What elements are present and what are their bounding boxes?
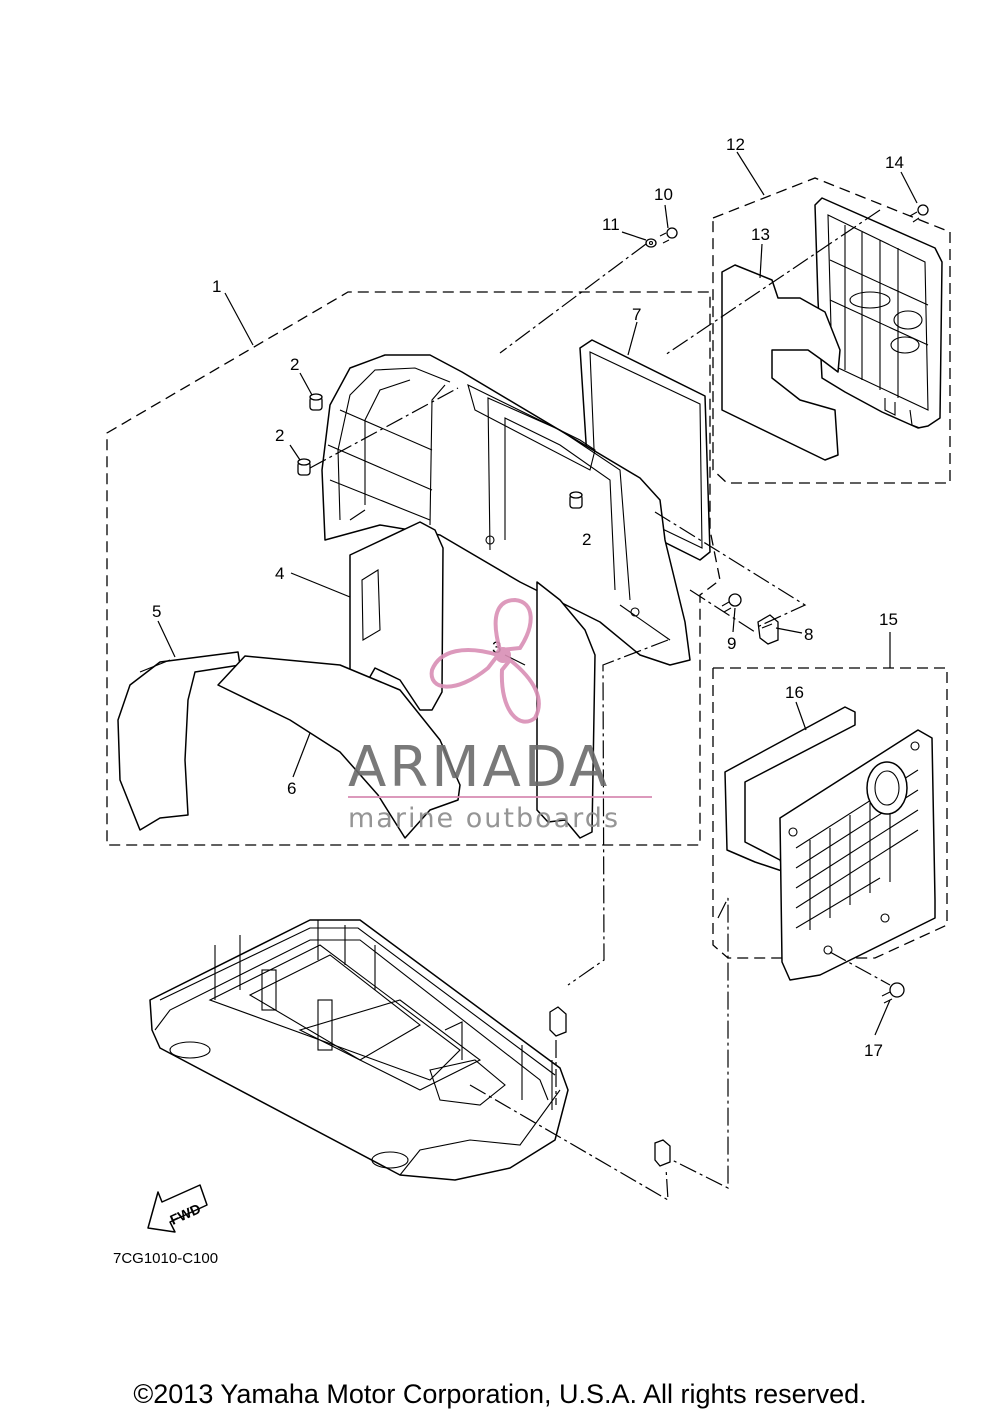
- callout-4: 4: [275, 564, 284, 583]
- leader-9: [732, 607, 736, 633]
- leader-16: [795, 701, 807, 731]
- callout-12: 12: [726, 135, 745, 154]
- assembly-line-17: [829, 951, 891, 986]
- part-9-screw: [721, 593, 742, 613]
- part-2-grommet-a: [309, 393, 323, 411]
- part-15-grille: [779, 729, 936, 981]
- callout-16: 16: [785, 683, 804, 702]
- assembly-line-12: [664, 209, 881, 356]
- part-11-washer: [645, 238, 657, 248]
- leader-10: [664, 204, 669, 229]
- leader-6: [292, 732, 311, 778]
- copyright-notice: ©2013 Yamaha Motor Corporation, U.S.A. A…: [133, 1379, 867, 1409]
- assembly-line-10: [499, 243, 647, 354]
- bottom-cowling: [149, 919, 569, 1181]
- leader-12: [736, 151, 765, 196]
- assembly-line-down: [567, 639, 669, 986]
- assembly-line-2b: [309, 387, 459, 469]
- leader-11: [621, 231, 647, 241]
- part-13-filter: [721, 264, 841, 461]
- callout-13: 13: [751, 225, 770, 244]
- part-8-clip-lower-a: [549, 1006, 567, 1037]
- watermark-title: ARMADA: [348, 735, 610, 800]
- leader-4: [290, 572, 351, 598]
- part-3-liner: [536, 581, 596, 839]
- leader-8: [775, 627, 803, 634]
- leader-7: [627, 321, 638, 356]
- leader-17: [874, 999, 891, 1036]
- assembly-line-rear: [671, 897, 729, 1189]
- leader-5: [157, 620, 176, 658]
- assembly-line-8b: [689, 589, 756, 633]
- part-8-clip: [757, 614, 779, 645]
- part-8-clip-lower-b: [654, 1139, 671, 1167]
- part-16-gasket: [724, 706, 856, 873]
- callout-2c: 2: [582, 530, 591, 549]
- leader-2b: [289, 444, 301, 461]
- callout-11: 11: [602, 215, 620, 234]
- callout-2b: 2: [275, 426, 284, 445]
- leader-14: [900, 171, 918, 204]
- group-box-12: [712, 177, 951, 484]
- part-14-screw: [909, 204, 929, 223]
- callout-1: 1: [212, 277, 221, 296]
- fwd-arrow-icon: FWD: [147, 1184, 208, 1233]
- part-5-side-panel: [117, 651, 241, 831]
- callout-5: 5: [152, 602, 161, 621]
- watermark-subtitle: marine outboards: [348, 803, 620, 834]
- assembly-line-8: [654, 511, 807, 629]
- part-10-screw: [659, 227, 678, 244]
- leader-1: [224, 292, 254, 346]
- callout-15: 15: [879, 610, 898, 629]
- part-6-curved-panel: [217, 655, 461, 839]
- leader-13: [759, 243, 763, 279]
- callout-14: 14: [885, 153, 904, 172]
- callout-9: 9: [727, 634, 736, 653]
- callout-10: 10: [654, 185, 673, 204]
- watermark-logo: ARMADA marine outboards: [348, 597, 652, 834]
- callout-8: 8: [804, 625, 813, 644]
- part-17-screw: [881, 982, 905, 1004]
- part-1-top-cowling: [321, 354, 691, 666]
- callout-3: 3: [492, 638, 501, 657]
- callout-7: 7: [632, 305, 641, 324]
- callout-17: 17: [864, 1041, 883, 1060]
- group-box-15: [712, 667, 948, 959]
- diagram-reference-code: 7CG1010-C100: [113, 1250, 218, 1267]
- propeller-icon: [429, 597, 541, 724]
- part-2-grommet-b: [297, 458, 311, 476]
- callout-2a: 2: [290, 355, 299, 374]
- part-12-cover: [814, 197, 943, 429]
- part-2-grommet-c: [569, 491, 583, 509]
- leader-2a: [299, 372, 313, 396]
- callout-6: 6: [287, 779, 296, 798]
- group-box-1: [106, 291, 721, 846]
